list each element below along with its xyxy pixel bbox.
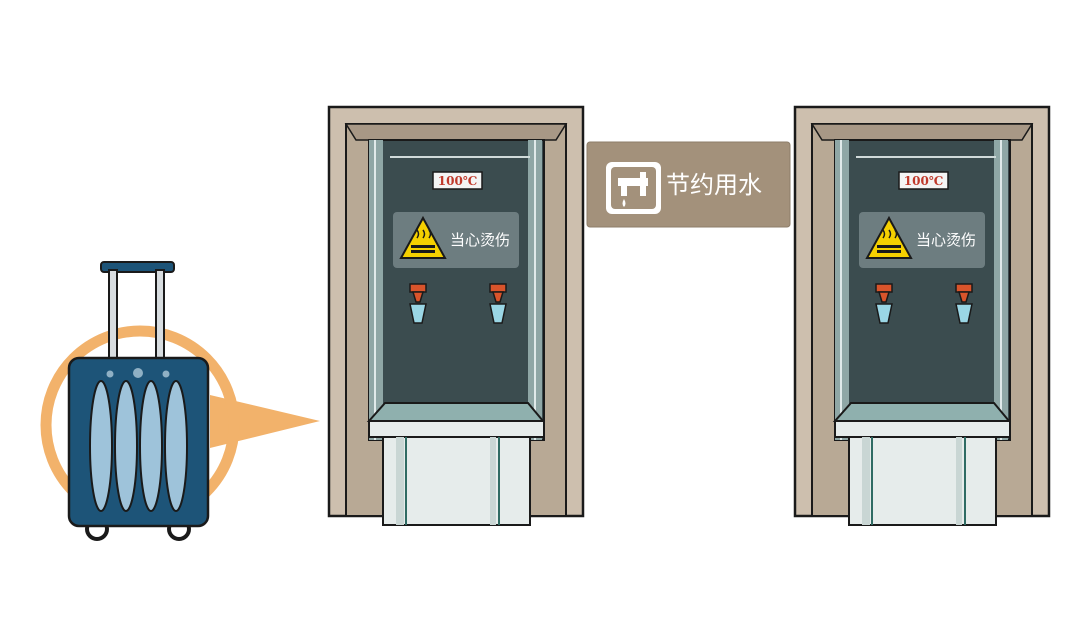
dispenser-glass xyxy=(368,139,545,441)
water-dispenser-2: 100℃ 当心烫伤 xyxy=(793,105,1051,526)
temperature-display xyxy=(432,171,483,190)
temperature-display xyxy=(898,171,949,190)
faucet-icon xyxy=(606,162,661,214)
temperature-readout: 100℃ xyxy=(904,174,943,188)
hot-surface-warning-icon xyxy=(399,215,447,259)
sign-label: 节约用水 xyxy=(666,171,762,199)
temperature-readout: 100℃ xyxy=(438,174,477,188)
hot-water-tap-right xyxy=(489,283,507,324)
hot-surface-warning-icon xyxy=(865,215,913,259)
hot-water-tap-right xyxy=(955,283,973,324)
water-saving-sign: 节约用水 xyxy=(586,141,791,228)
hot-water-tap-left xyxy=(875,283,893,324)
dispenser-base xyxy=(848,436,997,526)
hot-water-tap-left xyxy=(409,283,427,324)
warning-label: 当心烫伤 xyxy=(916,231,976,249)
dispenser-base xyxy=(382,436,531,526)
drip-tray xyxy=(366,402,546,422)
drip-tray xyxy=(832,402,1012,422)
dispenser-glass xyxy=(834,139,1011,441)
suitcase-icon xyxy=(67,261,210,541)
warning-label: 当心烫伤 xyxy=(450,231,510,249)
water-dispenser-1: 100℃ 当心烫伤 xyxy=(327,105,585,526)
